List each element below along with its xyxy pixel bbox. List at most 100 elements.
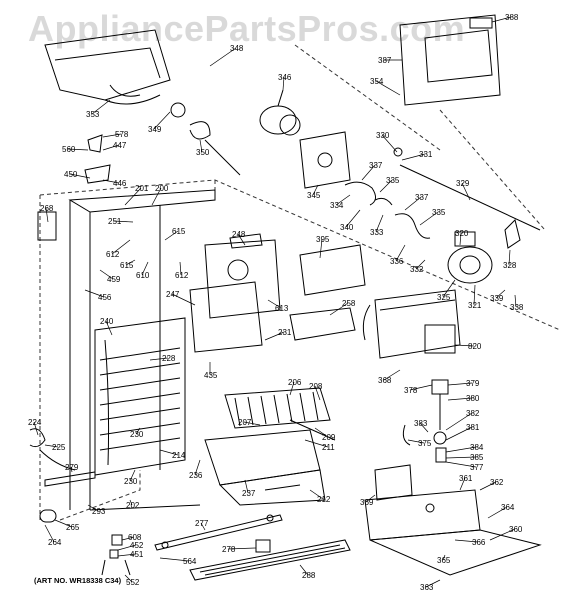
fill-tube-parts: [402, 379, 449, 463]
part-label-p209: 209: [322, 433, 336, 442]
part-label-p230a: 230: [130, 430, 144, 439]
part-label-p365: 365: [437, 556, 451, 565]
part-label-p364: 364: [501, 503, 515, 512]
part-label-p615b: 615: [120, 261, 134, 270]
air-duct: [289, 307, 356, 341]
leader-p612a: [111, 239, 131, 255]
part-label-p240: 240: [100, 317, 114, 326]
freezer-liner-panel: [68, 189, 216, 511]
leader-p459: [99, 269, 114, 280]
part-label-p361: 361: [459, 474, 473, 483]
part-label-p201: 201: [135, 184, 149, 193]
part-label-p335b: 335: [432, 208, 446, 217]
part-label-p350: 350: [196, 148, 210, 157]
leader-p335a: [379, 179, 393, 193]
part-label-p380: 380: [466, 394, 480, 403]
leader-p451: [117, 553, 137, 557]
leader-p615b: [125, 259, 136, 266]
part-label-p236: 236: [189, 471, 203, 480]
part-label-p387: 387: [378, 56, 392, 65]
part-label-p224: 224: [28, 418, 42, 427]
evaporator-fan-shroud: [189, 233, 281, 353]
leader-p346: [282, 76, 285, 91]
leader-p334: [335, 194, 351, 206]
leader-p608: [121, 536, 135, 541]
part-label-p339: 339: [490, 294, 504, 303]
part-label-p230b: 230: [124, 477, 138, 486]
leader-p258: [329, 302, 349, 316]
part-label-p332: 332: [410, 265, 424, 274]
part-label-p612b: 612: [175, 271, 189, 280]
part-label-p608: 608: [128, 533, 142, 542]
part-label-p456: 456: [98, 293, 112, 302]
leader-p375: [407, 439, 425, 444]
leader-p333: [375, 214, 384, 233]
watermark: AppliancePartsPros.com: [28, 8, 466, 49]
leader-p369: [365, 494, 376, 503]
part-label-p459: 459: [107, 275, 121, 284]
leader-p212: [309, 489, 324, 500]
leader-p288: [299, 564, 309, 576]
part-label-p325: 325: [437, 293, 451, 302]
leader-p208: [314, 385, 321, 401]
part-label-p202: 202: [126, 501, 140, 510]
leader-p279: [70, 466, 73, 473]
part-label-p247: 247: [166, 290, 180, 299]
leader-p340: [345, 209, 361, 228]
part-label-p446: 446: [113, 179, 127, 188]
leader-p335b: [419, 211, 439, 226]
part-label-p435: 435: [204, 371, 218, 380]
leader-p236: [194, 459, 201, 476]
leader-p321: [473, 284, 476, 306]
leader-p385: [445, 456, 477, 459]
part-label-p278: 278: [222, 545, 236, 554]
leader-p332: [415, 259, 426, 270]
part-label-p248: 248: [232, 230, 246, 239]
leader-p337a: [361, 164, 376, 181]
leader-p363: [425, 579, 441, 588]
part-label-p265: 265: [66, 523, 80, 532]
part-label-p379: 379: [466, 379, 480, 388]
part-label-p369: 369: [360, 498, 374, 507]
water-valve-assembly: [364, 464, 542, 576]
part-label-p331: 331: [419, 150, 433, 159]
leader-p325: [442, 279, 456, 298]
part-label-p251: 251: [108, 217, 122, 226]
leader-p336: [395, 244, 406, 262]
leader-p366: [454, 539, 479, 543]
leader-p240: [105, 320, 113, 336]
leader-p330: [381, 134, 398, 153]
part-label-p366: 366: [472, 538, 486, 547]
leader-p456: [84, 289, 105, 298]
auger-spiral: [170, 102, 241, 176]
leader-p337b: [404, 196, 422, 211]
part-label-p268: 268: [40, 204, 54, 213]
part-label-p330: 330: [376, 131, 390, 140]
part-label-p375: 375: [418, 439, 432, 448]
ice-bucket: [44, 29, 171, 105]
leader-p564: [159, 557, 190, 562]
leader-p361: [459, 477, 466, 491]
motor-mount-bracket: [299, 131, 351, 189]
leader-p339: [495, 289, 506, 299]
leader-p379: [447, 382, 473, 386]
part-label-p206: 206: [288, 378, 302, 387]
leader-p820: [454, 344, 475, 347]
part-label-p346: 346: [278, 73, 292, 82]
leader-p278: [227, 547, 257, 550]
leader-p382: [445, 412, 473, 431]
part-label-p378: 378: [404, 386, 418, 395]
art-number: (ART NO. WR18338 C34): [34, 576, 122, 585]
small-connectors: [101, 534, 271, 576]
part-label-p362: 362: [490, 478, 504, 487]
part-label-p321: 321: [468, 301, 482, 310]
auger-motor: [259, 89, 301, 136]
leader-p228: [149, 357, 169, 361]
part-label-p348: 348: [230, 44, 244, 53]
part-label-p450: 450: [64, 170, 78, 179]
leader-p362: [479, 481, 497, 491]
leader-p268: [45, 207, 49, 223]
leader-p578: [102, 133, 122, 138]
